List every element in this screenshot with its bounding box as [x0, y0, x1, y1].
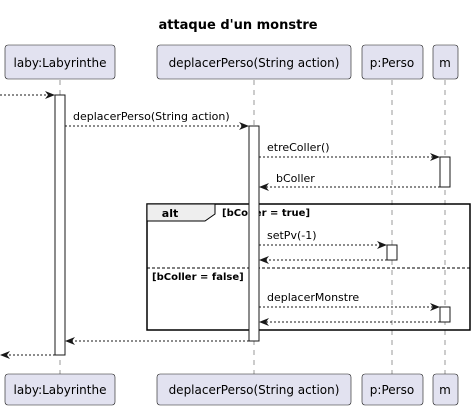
- participant-perso-top: p:Perso: [361, 44, 424, 80]
- participant-dep-top: deplacerPerso(String action): [156, 44, 352, 80]
- activation-m-2: [439, 306, 451, 323]
- activation-m-1: [439, 156, 451, 188]
- participant-label: laby:Labyrinthe: [14, 56, 107, 70]
- message-deplacer-perso-label: deplacerPerso(String action): [73, 110, 230, 123]
- participant-dep-bottom: deplacerPerso(String action): [156, 373, 352, 406]
- participant-laby-bottom: laby:Labyrinthe: [4, 373, 116, 406]
- participant-label: m: [439, 383, 451, 397]
- activation-perso: [386, 244, 398, 261]
- alt-frame: alt [bColler = true] [bColler = false]: [146, 203, 471, 331]
- participant-label: deplacerPerso(String action): [169, 383, 340, 397]
- alt-keyword: alt: [162, 207, 178, 220]
- alt-guard-true: [bColler = true]: [222, 208, 310, 219]
- participant-label: p:Perso: [370, 383, 414, 397]
- diagram-title: attaque d'un monstre: [158, 18, 317, 33]
- alt-guard-false: [bColler = false]: [152, 272, 244, 283]
- message-deplacer-monstre-label: deplacerMonstre: [267, 291, 359, 304]
- participant-label: p:Perso: [370, 56, 414, 70]
- message-set-pv-label: setPv(-1): [267, 229, 317, 242]
- participant-label: m: [439, 56, 451, 70]
- participant-label: laby:Labyrinthe: [14, 383, 107, 397]
- participant-perso-bottom: p:Perso: [361, 373, 424, 406]
- activation-dep: [248, 125, 260, 342]
- participant-label: deplacerPerso(String action): [169, 56, 340, 70]
- message-b-coller-label: bColler: [276, 172, 315, 185]
- message-etre-coller-label: etreColler(): [267, 141, 330, 154]
- participant-m-top: m: [432, 44, 459, 80]
- participant-laby-top: laby:Labyrinthe: [4, 44, 116, 80]
- activation-laby: [54, 94, 66, 356]
- participant-m-bottom: m: [432, 373, 459, 406]
